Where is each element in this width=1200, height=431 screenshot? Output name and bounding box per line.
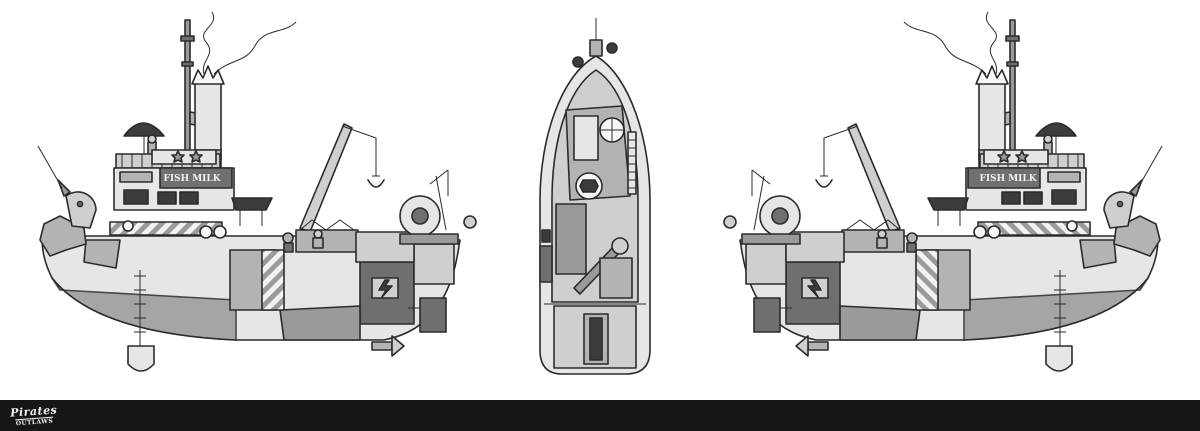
side-view-left [37, 11, 477, 372]
side-view-right [723, 11, 1163, 372]
top-view [539, 17, 651, 375]
boat-turnaround-art: FISH MILK FISH MILK [37, 11, 1163, 375]
studio-logo: Pirates OUTLAWS [5, 400, 63, 431]
footer-bar: Pirates OUTLAWS [0, 400, 1200, 431]
logo-line-2: OUTLAWS [15, 416, 54, 427]
fish-milk-sign-left: FISH MILK [163, 174, 221, 184]
fish-milk-sign-right: FISH MILK [979, 174, 1037, 184]
